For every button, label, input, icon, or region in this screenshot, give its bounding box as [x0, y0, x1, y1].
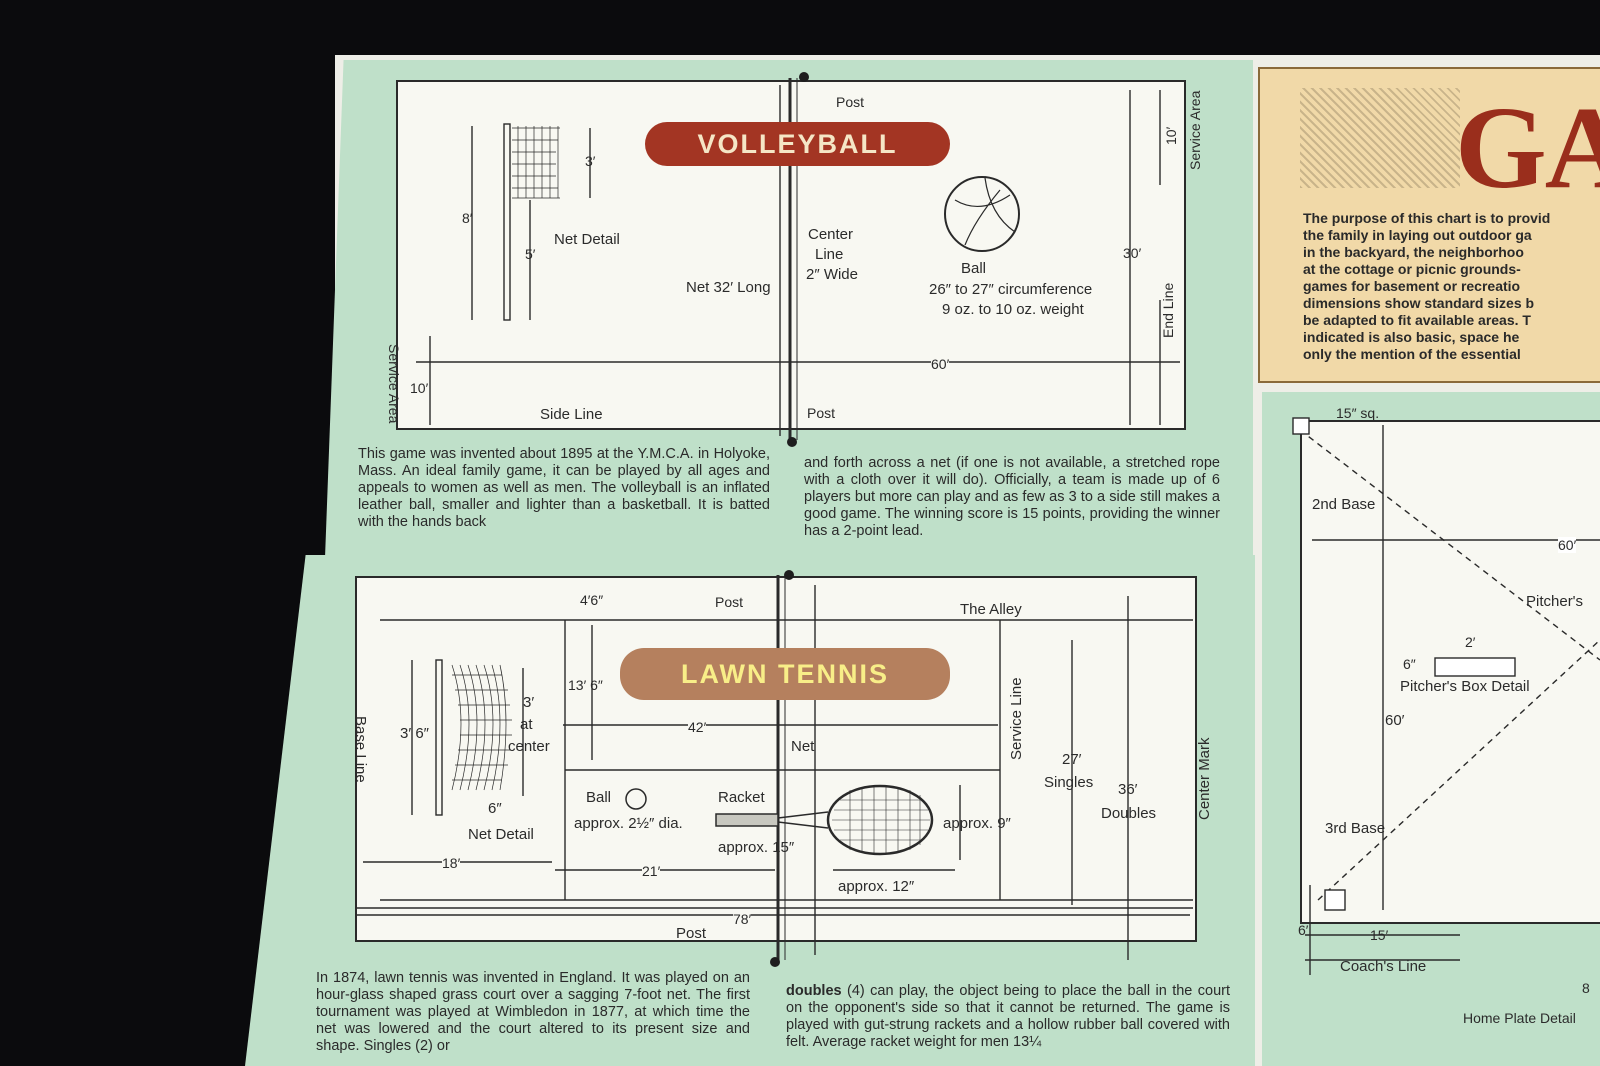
bb-pitchers-box-detail: Pitcher's Box Detail [1400, 678, 1530, 695]
vb-post-top-label: Post [836, 94, 865, 110]
vb-side-line-label: Side Line [540, 406, 603, 423]
ga-line-9: only the mention of the essential [1303, 346, 1521, 362]
lt-dim-27: 27′ [1062, 751, 1082, 768]
ga-line-8: indicated is also basic, space he [1303, 329, 1520, 345]
lt-dim-13-6: 13′ 6″ [568, 677, 603, 693]
lt-description-left: In 1874, lawn tennis was invented in Eng… [316, 970, 750, 1054]
lt-dim-42: 42′ [688, 719, 707, 735]
lt-approx-9: approx. 9″ [943, 815, 1011, 832]
vb-center-line-1: Center [808, 226, 854, 243]
ga-line-6: dimensions show standard sizes b [1303, 295, 1535, 311]
lt-net-label: Net [791, 738, 815, 755]
bb-home-plate-detail: Home Plate Detail [1463, 1010, 1576, 1026]
vb-ball-circumference: 26″ to 27″ circumference [929, 281, 1093, 298]
ga-line-3: in the backyard, the neighborhoo [1303, 244, 1524, 260]
lt-post-bottom-label: Post [676, 925, 707, 942]
tennis-court [355, 576, 1197, 942]
lt-ball-label: Ball [586, 789, 612, 806]
ga-line-2: the family in laying out outdoor ga [1303, 227, 1532, 243]
vb-ball-title: Ball [961, 260, 987, 277]
lt-racket-label: Racket [718, 789, 765, 806]
bb-second-base: 2nd Base [1312, 496, 1376, 513]
lt-the-alley-label: The Alley [960, 601, 1022, 618]
vb-post-bottom-label: Post [807, 405, 836, 421]
lt-dim-3ft-center: center [508, 738, 550, 755]
vb-net-detail-label: Net Detail [554, 231, 620, 248]
vb-dim-30ft: 30′ [1123, 245, 1142, 261]
lt-approx-12: approx. 12″ [838, 878, 915, 895]
ga-line-7: be adapted to fit available areas. T [1303, 312, 1531, 328]
ga-line-1: The purpose of this chart is to provid [1303, 210, 1551, 226]
vb-description-right: and forth across a net (if one is not av… [804, 455, 1220, 539]
bb-edge-8: 8 [1582, 980, 1590, 996]
vb-service-area-right-label: Service Area [1187, 90, 1203, 170]
bb-dim-60-vertical: 60′ [1385, 712, 1405, 729]
vb-center-line-3: 2″ Wide [806, 266, 858, 283]
lt-description-right: doubles (4) can play, the object being t… [786, 983, 1230, 1051]
vb-dim-3ft: 3′ [585, 153, 596, 169]
lt-description-right-text: (4) can play, the object being to place … [786, 983, 1230, 1050]
lt-dim-4-6: 4′6″ [580, 592, 604, 608]
bb-coachs-line: Coach's Line [1340, 958, 1427, 975]
bb-dim-6in: 6″ [1403, 656, 1416, 672]
lt-center-mark-label: Center Mark [1196, 737, 1213, 820]
bb-dim-15ft: 15′ [1370, 927, 1389, 943]
games-heading: GA [1455, 82, 1600, 213]
lt-dim-6in: 6″ [488, 800, 502, 817]
vb-description-left: This game was invented about 1895 at the… [358, 446, 770, 530]
vb-net-length: Net 32′ Long [686, 279, 771, 296]
bb-pitchers-label: Pitcher's [1526, 593, 1584, 610]
sketch-illustration [1300, 88, 1460, 188]
lawn-tennis-title: LAWN TENNIS [620, 648, 950, 700]
lt-dim-18: 18′ [442, 855, 461, 871]
volleyball-title: VOLLEYBALL [645, 122, 950, 166]
vb-center-line-2: Line [815, 246, 844, 263]
vb-dim-8ft: 8′ [462, 210, 473, 226]
vb-dim-5ft: 5′ [525, 246, 536, 262]
lt-dim-78: 78′ [733, 911, 752, 927]
ga-line-4: at the cottage or picnic grounds- [1303, 261, 1521, 277]
lt-net-detail-label: Net Detail [468, 826, 534, 843]
lt-doubles-label: Doubles [1101, 805, 1157, 822]
bb-dim-6ft: 6′ [1298, 922, 1309, 938]
lt-singles-label: Singles [1044, 774, 1094, 791]
vb-ball-weight: 9 oz. to 10 oz. weight [942, 301, 1084, 318]
vb-dim-60ft: 60′ [931, 356, 950, 372]
bb-15in-square: 15″ sq. [1336, 405, 1380, 421]
vb-service-area-left-label: Service Area [386, 344, 402, 424]
lt-approx-15: approx. 15″ [718, 839, 795, 856]
lt-service-line-label: Service Line [1008, 677, 1025, 760]
bb-third-base: 3rd Base [1325, 820, 1386, 837]
ga-line-5: games for basement or recreatio [1303, 278, 1521, 294]
bb-dim-2ft: 2′ [1465, 634, 1476, 650]
lt-ball-diameter: approx. 2½″ dia. [574, 815, 683, 832]
lt-dim-3-6: 3′ 6″ [400, 725, 429, 742]
lt-dim-36: 36′ [1118, 781, 1138, 798]
bb-dim-60-horizontal: 60′ [1558, 537, 1577, 553]
lt-post-top-label: Post [715, 594, 744, 610]
lt-dim-21: 21′ [642, 863, 661, 879]
vb-dim-10ft-top: 10′ [1163, 126, 1179, 145]
vb-end-line-label: End Line [1160, 282, 1176, 338]
vb-dim-10ft-left: 10′ [410, 380, 429, 396]
lt-dim-3ft-at: at [520, 716, 533, 733]
lt-doubles-bold: doubles [786, 983, 842, 999]
lt-dim-3ft: 3′ [523, 694, 535, 711]
lt-base-line-label: Base Line [352, 716, 369, 783]
